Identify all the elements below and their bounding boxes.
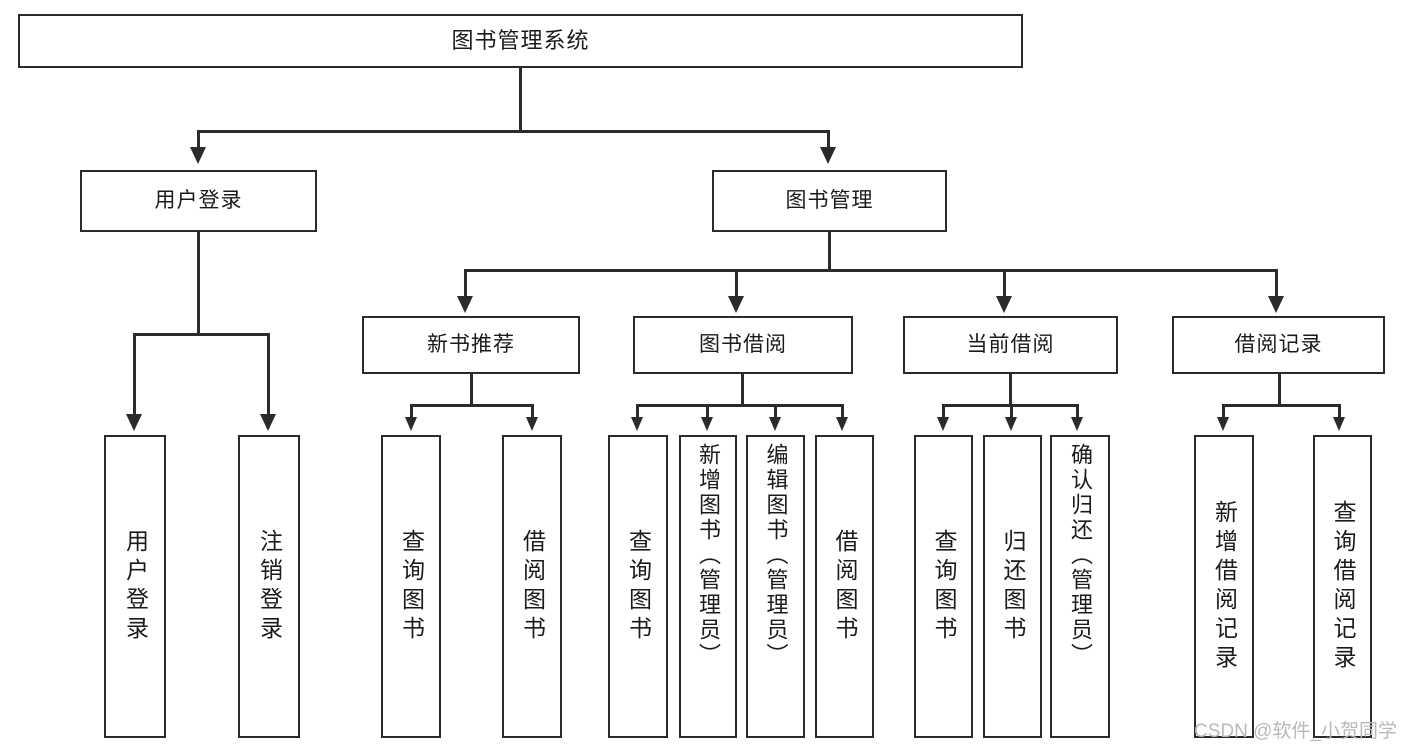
node-leaf-add-book[interactable]: 新增图书（管理员） (679, 435, 737, 738)
arrow-to-leaf-query-book-3 (937, 417, 949, 431)
node-borrow-record-label: 借阅记录 (1234, 332, 1323, 356)
connector-br-drop-2 (1338, 404, 1341, 417)
node-leaf-borrow-book-2-label: 借阅图书 (832, 528, 858, 645)
node-leaf-confirm-return-label: 确认归还（管理员） (1068, 443, 1093, 668)
connector-root-drop-left (197, 130, 200, 148)
node-leaf-user-logout[interactable]: 注销登录 (238, 435, 300, 738)
connector-cb-drop-2 (1010, 404, 1013, 417)
node-new-book-recommend-label: 新书推荐 (427, 332, 515, 356)
connector-nbr-drop-1 (410, 404, 413, 417)
connector-l3-drop-3 (1003, 269, 1006, 296)
connector-bb-rail (636, 404, 844, 407)
connector-root-stem (519, 68, 522, 130)
connector-bb-drop-1 (636, 404, 639, 417)
connector-nbr-rail (410, 404, 534, 407)
connector-root-rail (197, 130, 830, 133)
node-book-borrow-label: 图书借阅 (699, 332, 787, 356)
arrow-to-leaf-confirm-return (1071, 417, 1083, 431)
connector-user-login-drop-2 (267, 333, 270, 415)
node-leaf-query-record[interactable]: 查询借阅记录 (1313, 435, 1372, 738)
node-book-manage-label: 图书管理 (785, 188, 874, 212)
arrow-to-leaf-user-logout (260, 414, 276, 431)
connector-cb-drop-3 (1076, 404, 1079, 417)
connector-br-rail (1222, 404, 1341, 407)
node-leaf-return-book[interactable]: 归还图书 (983, 435, 1042, 738)
arrow-to-book-manage (820, 147, 836, 164)
node-leaf-borrow-book-1-label: 借阅图书 (519, 528, 546, 645)
node-leaf-edit-book[interactable]: 编辑图书（管理员） (746, 435, 805, 738)
connector-user-login-rail (133, 333, 270, 336)
connector-root-drop-right (827, 130, 830, 148)
node-leaf-add-record[interactable]: 新增借阅记录 (1194, 435, 1254, 738)
connector-br-drop-1 (1222, 404, 1225, 417)
node-leaf-return-book-label: 归还图书 (1000, 528, 1026, 645)
node-leaf-query-record-label: 查询借阅记录 (1330, 499, 1356, 674)
node-leaf-query-book-1-label: 查询图书 (398, 528, 425, 645)
node-leaf-query-book-3[interactable]: 查询图书 (914, 435, 973, 738)
arrow-to-leaf-add-book (701, 417, 713, 431)
connector-book-manage-stem (828, 232, 831, 270)
node-current-borrow[interactable]: 当前借阅 (903, 316, 1118, 374)
connector-l3-drop-1 (464, 269, 467, 296)
connector-cb-stem (1009, 374, 1012, 405)
connector-br-stem (1278, 374, 1281, 405)
node-user-login[interactable]: 用户登录 (80, 170, 317, 232)
node-user-login-label: 用户登录 (154, 188, 243, 212)
node-leaf-confirm-return[interactable]: 确认归还（管理员） (1050, 435, 1110, 738)
node-new-book-recommend[interactable]: 新书推荐 (362, 316, 580, 374)
node-leaf-user-login[interactable]: 用户登录 (104, 435, 166, 738)
arrow-to-book-borrow (728, 296, 744, 313)
connector-bb-drop-2 (706, 404, 709, 417)
node-leaf-borrow-book-2[interactable]: 借阅图书 (815, 435, 874, 738)
arrow-to-current-borrow (996, 296, 1012, 313)
node-current-borrow-label: 当前借阅 (966, 332, 1055, 356)
node-borrow-record[interactable]: 借阅记录 (1172, 316, 1385, 374)
node-leaf-user-logout-label: 注销登录 (256, 528, 283, 645)
connector-bb-drop-4 (841, 404, 844, 417)
arrow-to-leaf-borrow-book-2 (836, 417, 848, 431)
connector-user-login-drop-1 (133, 333, 136, 415)
node-root-label: 图书管理系统 (451, 28, 590, 54)
connector-l3-drop-4 (1275, 269, 1278, 296)
connector-bb-drop-3 (774, 404, 777, 417)
node-leaf-query-book-1[interactable]: 查询图书 (381, 435, 441, 738)
node-book-borrow[interactable]: 图书借阅 (633, 316, 853, 374)
arrow-to-leaf-query-record (1333, 417, 1345, 431)
node-leaf-query-book-2[interactable]: 查询图书 (608, 435, 668, 738)
node-leaf-query-book-3-label: 查询图书 (931, 528, 957, 645)
node-leaf-user-login-label: 用户登录 (122, 528, 149, 645)
node-leaf-add-book-label: 新增图书（管理员） (696, 443, 721, 668)
node-leaf-edit-book-label: 编辑图书（管理员） (763, 443, 789, 668)
connector-l3-drop-2 (735, 269, 738, 296)
connector-user-login-stem (197, 232, 200, 333)
arrow-to-borrow-record (1268, 296, 1284, 313)
connector-cb-drop-1 (942, 404, 945, 417)
arrow-to-user-login (190, 147, 206, 164)
arrow-to-leaf-add-record (1217, 417, 1229, 431)
arrow-to-leaf-query-book-1 (405, 417, 417, 431)
node-leaf-add-record-label: 新增借阅记录 (1211, 499, 1238, 674)
node-leaf-borrow-book-1[interactable]: 借阅图书 (502, 435, 562, 738)
node-root[interactable]: 图书管理系统 (18, 14, 1023, 68)
arrow-to-leaf-user-login (126, 414, 142, 431)
arrow-to-new-book-recommend (457, 296, 473, 313)
node-leaf-query-book-2-label: 查询图书 (625, 528, 652, 645)
connector-book-manage-rail (464, 269, 1278, 272)
arrow-to-leaf-return-book (1005, 417, 1017, 431)
connector-nbr-stem (470, 374, 473, 405)
connector-bb-stem (741, 374, 744, 405)
arrow-to-leaf-query-book-2 (631, 417, 643, 431)
connector-nbr-drop-2 (531, 404, 534, 417)
arrow-to-leaf-edit-book (769, 417, 781, 431)
csdn-watermark: CSDN @软件_小贺同学 (1194, 721, 1397, 742)
node-book-manage[interactable]: 图书管理 (712, 170, 947, 232)
arrow-to-leaf-borrow-book-1 (526, 417, 538, 431)
